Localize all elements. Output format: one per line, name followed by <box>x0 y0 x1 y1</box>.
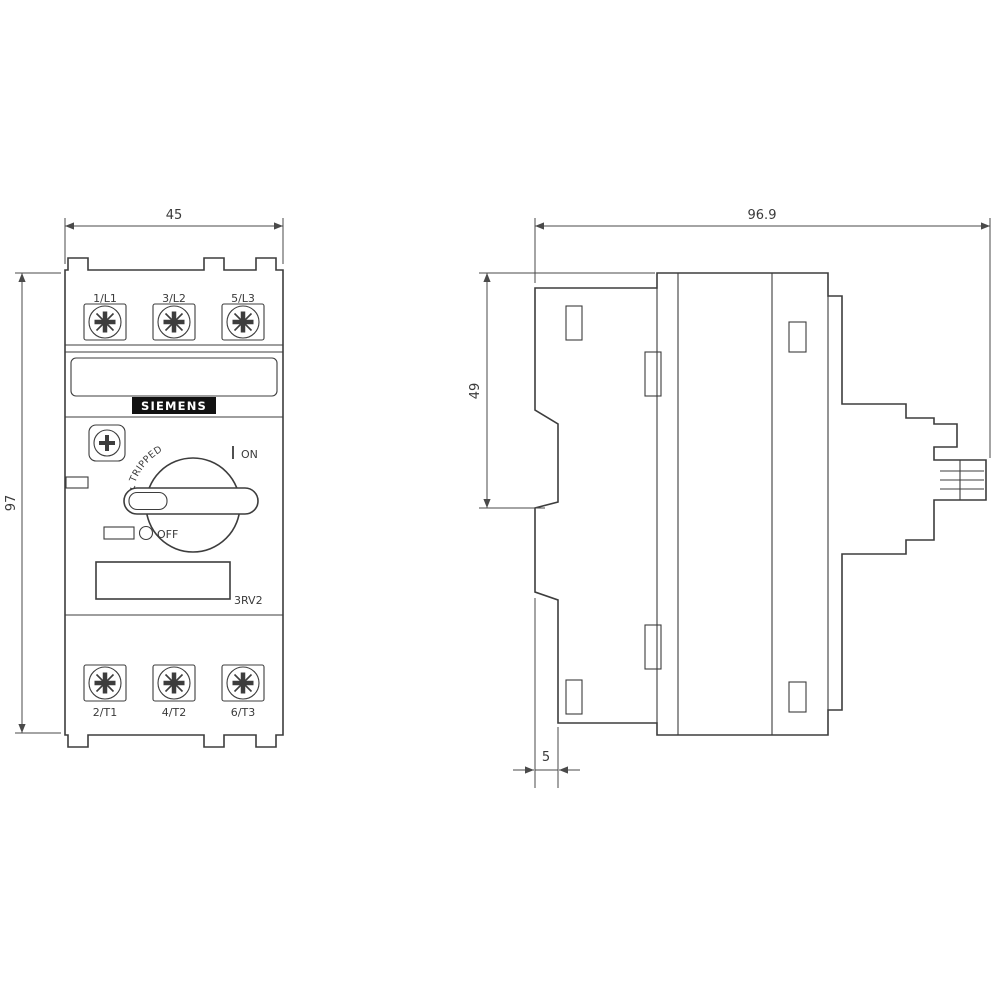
side-view: 96.9 49 5 <box>468 208 991 788</box>
terminal-screw-top-1 <box>83 303 127 341</box>
terminal-label: 3/L2 <box>162 292 186 305</box>
siemens-badge-text: SIEMENS <box>141 399 207 413</box>
dimension-label: 45 <box>166 208 183 223</box>
off-marker: OFF <box>138 525 178 541</box>
off-label: OFF <box>157 528 178 541</box>
terminal-screw-bottom-2 <box>152 664 196 702</box>
on-label: ON <box>241 448 258 461</box>
dimension-label: 49 <box>468 383 483 400</box>
terminal-label: 5/L3 <box>231 292 255 305</box>
knob-handle-grip <box>128 491 168 511</box>
screw-cross-icon <box>232 311 254 333</box>
siemens-badge: SIEMENS <box>132 397 216 414</box>
terminal-label: 4/T2 <box>162 706 186 719</box>
panel-separator-lines <box>65 344 283 616</box>
screw-cross-icon <box>94 311 116 333</box>
knob-handle[interactable] <box>123 487 259 515</box>
indicator-window <box>65 476 89 489</box>
front-view: 1/L1 3/L2 5/L3 <box>4 208 284 748</box>
mounting-slot <box>788 321 807 353</box>
screw-cross-icon <box>163 672 185 694</box>
dimension-label: 5 <box>542 750 550 765</box>
terminal-clamp <box>152 664 196 702</box>
terminal-screw-top-3 <box>221 303 265 341</box>
dimension-label: 96.9 <box>748 208 777 223</box>
bottom-terminal-labels: 2/T1 4/T2 6/T3 <box>93 706 255 719</box>
front-outline <box>64 257 284 748</box>
side-slots <box>565 305 807 715</box>
mounting-slot <box>565 305 583 341</box>
terminal-screw-top-2 <box>152 303 196 341</box>
side-section-lines <box>656 273 829 735</box>
mounting-slot <box>644 351 662 397</box>
brand-strip <box>70 357 278 397</box>
model-label: 3RV2 <box>234 594 263 607</box>
terminal-clamp <box>83 664 127 702</box>
dial-cross-icon <box>99 435 115 451</box>
dim-width-45: 45 <box>64 208 284 264</box>
top-terminal-labels: 1/L1 3/L2 5/L3 <box>93 292 255 305</box>
test-button[interactable] <box>103 526 135 540</box>
rotary-knob[interactable] <box>123 457 259 553</box>
terminal-clamp <box>152 303 196 341</box>
mounting-slot <box>644 624 662 670</box>
screw-cross-icon <box>163 311 185 333</box>
dim-offset-5: 5 <box>513 598 580 788</box>
screw-cross-icon <box>232 672 254 694</box>
dial-frame <box>88 424 126 462</box>
on-marker: ON <box>232 446 258 461</box>
terminal-label: 6/T3 <box>231 706 255 719</box>
mounting-slot <box>788 681 807 713</box>
terminal-label: 1/L1 <box>93 292 117 305</box>
off-position-icon <box>138 525 154 541</box>
terminal-label: 2/T1 <box>93 706 117 719</box>
screw-cross-icon <box>94 672 116 694</box>
terminal-screw-bottom-3 <box>221 664 265 702</box>
dimension-label: 97 <box>4 495 19 512</box>
dim-height-49: 49 <box>468 272 655 509</box>
label-window <box>95 561 231 600</box>
siemens-badge-bg <box>132 397 216 414</box>
terminal-clamp <box>83 303 127 341</box>
terminal-clamp <box>221 664 265 702</box>
mounting-slot <box>565 679 583 715</box>
adjustment-dial[interactable] <box>88 424 126 462</box>
dim-height-97: 97 <box>4 272 61 734</box>
dim-depth-96-9: 96.9 <box>534 208 991 458</box>
side-outline <box>534 272 987 736</box>
side-knob-detail <box>940 460 984 500</box>
terminal-clamp <box>221 303 265 341</box>
terminal-screw-bottom-1 <box>83 664 127 702</box>
